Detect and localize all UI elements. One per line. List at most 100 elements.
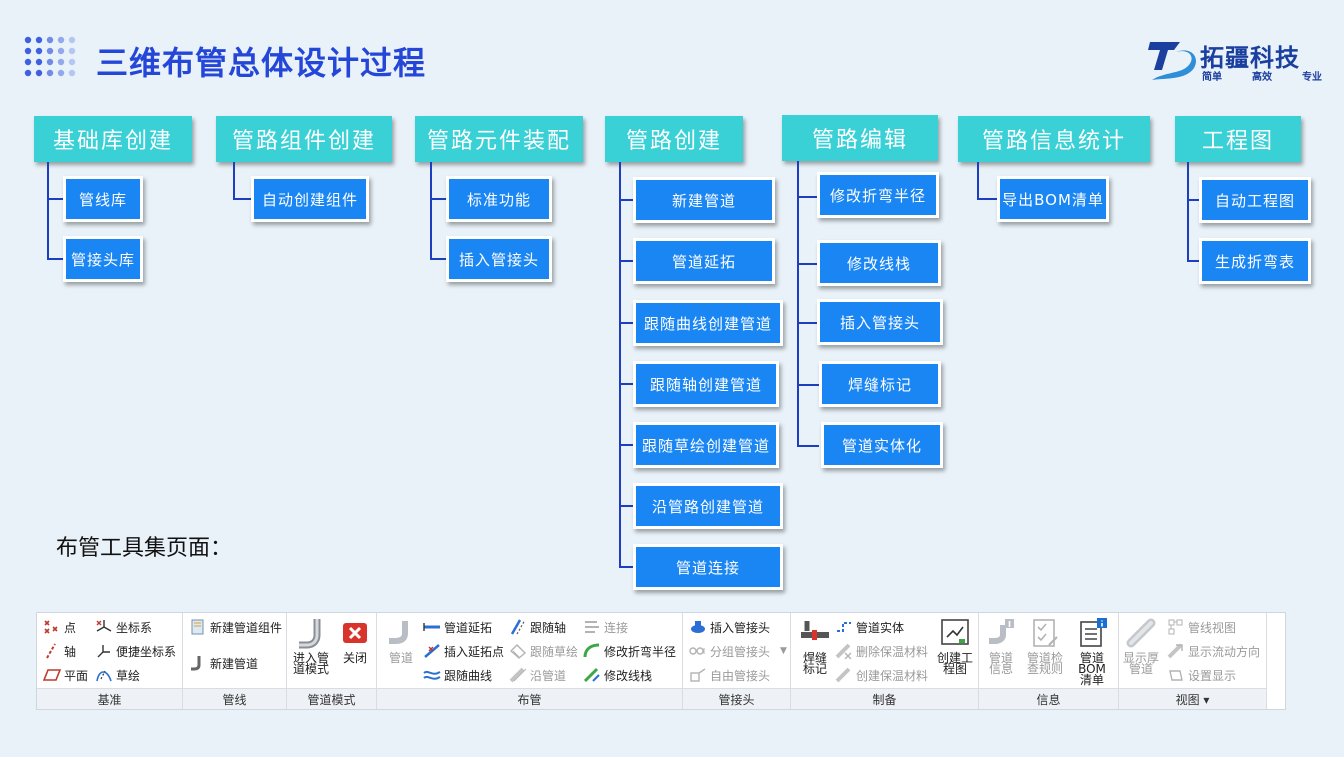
- connector-line: [619, 322, 635, 324]
- connector-line: [619, 505, 635, 507]
- create-insulation-icon: [835, 667, 851, 683]
- show-thick-pipe-button[interactable]: 显示厚 管道: [1119, 617, 1163, 687]
- point-button[interactable]: 点: [43, 617, 76, 637]
- show-flow-direction-button[interactable]: 显示流动方向: [1167, 641, 1260, 661]
- dots-decoration-icon: [24, 36, 76, 77]
- diagram-node: 生成折弯表: [1199, 238, 1311, 284]
- plane-button[interactable]: 平面: [43, 665, 88, 685]
- connect-button[interactable]: 连接: [583, 617, 628, 637]
- new-pipe-assembly-button[interactable]: 新建管道组件: [189, 617, 282, 637]
- diagram-node: 修改折弯半径: [817, 172, 939, 218]
- quick-coordinate-system-button[interactable]: 便捷坐标系: [95, 641, 176, 661]
- insert-fitting-button[interactable]: 插入管接头: [689, 617, 770, 637]
- axis-button[interactable]: 轴: [43, 641, 76, 661]
- group-fitting-button[interactable]: 分组管接头 ▼: [689, 641, 787, 661]
- toolbar-group-routing: 管道 管道延拓 插入延拓点 跟随曲线 跟随轴 跟随草绘: [377, 613, 683, 709]
- pipe-bom-list-button[interactable]: 管道BOM 清单: [1067, 617, 1117, 687]
- group-fitting-icon: [689, 647, 705, 655]
- new-pipe-button[interactable]: 新建管道: [189, 653, 258, 673]
- page-title: 三维布管总体设计过程: [96, 44, 427, 82]
- toolbar-group-fittings: 插入管接头 分组管接头 ▼ 自由管接头 管接头: [683, 613, 791, 709]
- plane-icon: [43, 669, 61, 681]
- follow-curve-button[interactable]: 跟随曲线: [423, 665, 492, 685]
- chevron-down-icon[interactable]: ▼: [780, 646, 787, 656]
- follow-axis-icon: [510, 619, 526, 635]
- delete-insulation-button[interactable]: 删除保温材料: [835, 641, 928, 661]
- diagram-node: 自动工程图: [1199, 177, 1311, 223]
- toolbar-group-datum: 点 轴 平面 坐标系 便捷坐标系 草绘 基准: [37, 613, 183, 709]
- toolbar-group-label: 布管: [377, 688, 682, 709]
- pipe-check-rules-button[interactable]: 管道检 查规则: [1023, 617, 1067, 687]
- diagram-node: 跟随轴创建管道: [633, 361, 779, 407]
- diagram-node: 管线库: [63, 176, 143, 222]
- diagram-node: 沿管路创建管道: [633, 483, 783, 529]
- pipe-button[interactable]: 管道: [379, 617, 423, 687]
- toolbar-group-label-view[interactable]: 视图 ▾: [1119, 688, 1266, 709]
- diagram-node: 自动创建组件: [251, 176, 369, 222]
- logo-name: 拓疆科技: [1200, 44, 1300, 72]
- modify-line-stack-button[interactable]: 修改线栈: [583, 665, 652, 685]
- axis-icon: [46, 643, 56, 659]
- connector-line: [619, 383, 635, 385]
- connector-line: [797, 161, 799, 447]
- along-pipe-button[interactable]: 沿管道: [509, 665, 566, 685]
- toolbar-group-pipe-mode: 进入管 道模式 关闭 管道模式: [287, 613, 377, 709]
- connector-line: [233, 162, 235, 200]
- connector-line: [619, 199, 635, 201]
- modify-bend-radius-button[interactable]: 修改折弯半径: [583, 641, 676, 661]
- enter-pipe-mode-button[interactable]: 进入管 道模式: [289, 617, 333, 687]
- connector-line: [977, 198, 999, 200]
- pipe-info-button[interactable]: 管道 信息: [979, 617, 1023, 687]
- connector-line: [619, 162, 621, 568]
- toolbar-caption: 布管工具集页面：: [56, 536, 233, 561]
- point-icon: [44, 620, 58, 634]
- diagram-node: 插入管接头: [446, 236, 552, 282]
- connector-line: [233, 198, 253, 200]
- toolbar-group-label: 管线: [183, 688, 286, 709]
- pipe-extend-button[interactable]: 管道延拓: [423, 617, 492, 637]
- pipeline-view-button[interactable]: 管线视图: [1167, 617, 1236, 637]
- thick-pipe-icon: [1126, 618, 1156, 648]
- logo-mark-icon: [1148, 42, 1196, 80]
- create-drawing-icon: [941, 619, 969, 645]
- company-logo: 拓疆科技 简单 高效 专业: [1146, 36, 1326, 86]
- connector-line: [47, 198, 65, 200]
- connector-line: [430, 198, 448, 200]
- connector-line: [797, 384, 819, 386]
- weld-mark-button[interactable]: 焊缝 标记: [793, 617, 837, 687]
- coordinate-system-button[interactable]: 坐标系: [95, 617, 152, 637]
- line-stack-icon: [583, 667, 600, 683]
- diagram-head-component-creation: 管路组件创建: [216, 116, 392, 162]
- pipe-icon: [389, 621, 408, 644]
- display-settings-button[interactable]: 设置显示: [1167, 665, 1236, 685]
- close-pipe-mode-button[interactable]: 关闭: [333, 617, 377, 687]
- toolbar-group-fabrication: 焊缝 标记 管道实体 删除保温材料 创建保温材料 创建工 程图 制备: [791, 613, 979, 709]
- pipe-solid-icon: [837, 622, 851, 632]
- pipe-solid-button[interactable]: 管道实体: [835, 617, 904, 637]
- toolbar-group-label: 制备: [791, 688, 978, 709]
- insert-point-icon: [424, 644, 440, 658]
- connector-line: [797, 322, 819, 324]
- follow-sketch-icon: [509, 644, 527, 659]
- follow-axis-button[interactable]: 跟随轴: [509, 617, 566, 637]
- connector-line: [430, 258, 448, 260]
- connect-icon: [585, 621, 599, 633]
- connector-line: [797, 263, 819, 265]
- quick-coordinate-icon: [97, 645, 110, 658]
- sketch-button[interactable]: 草绘: [95, 665, 140, 685]
- connector-line: [1187, 162, 1189, 262]
- insert-fitting-icon: [691, 621, 705, 633]
- flow-direction-icon: [1167, 643, 1183, 659]
- connector-line: [430, 162, 432, 260]
- toolbar-group-pipeline: 新建管道组件 新建管道 管线: [183, 613, 287, 709]
- insert-extend-point-button[interactable]: 插入延拓点: [423, 641, 504, 661]
- free-fitting-button[interactable]: 自由管接头: [689, 665, 770, 685]
- connector-line: [619, 566, 635, 568]
- create-drawing-button[interactable]: 创建工 程图: [933, 617, 977, 687]
- diagram-head-engineering-drawing: 工程图: [1175, 116, 1301, 162]
- diagram-head-element-assembly: 管路元件装配: [415, 116, 583, 162]
- connector-line: [1187, 199, 1201, 201]
- follow-sketch-button[interactable]: 跟随草绘: [509, 641, 578, 661]
- create-insulation-button[interactable]: 创建保温材料: [835, 665, 928, 685]
- display-settings-icon: [1169, 670, 1183, 681]
